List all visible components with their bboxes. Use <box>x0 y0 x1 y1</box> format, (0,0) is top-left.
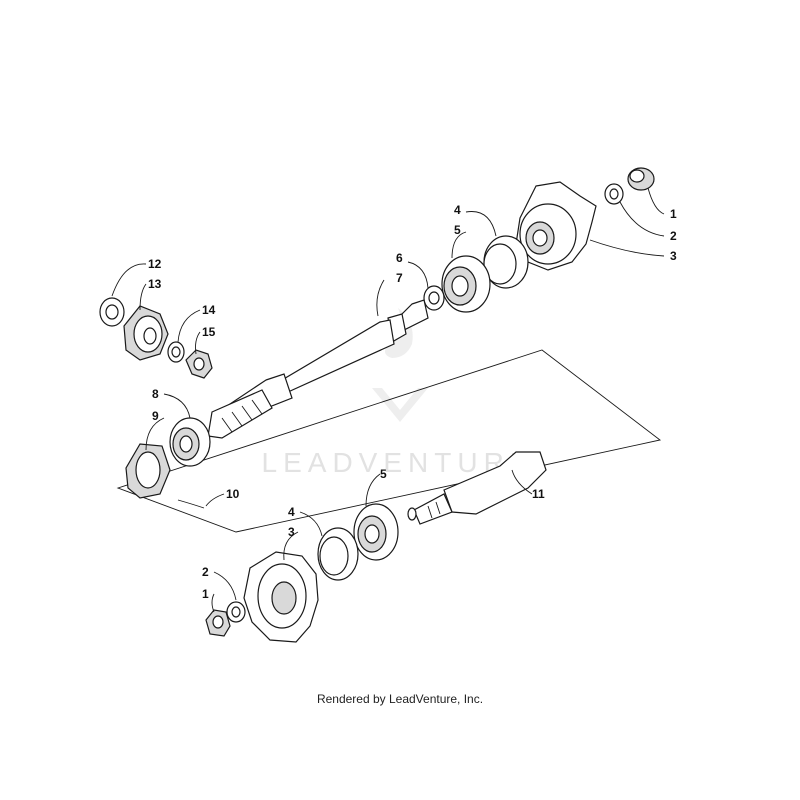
axle-shaft-part-7 <box>207 299 429 439</box>
callout-7: 7 <box>396 271 403 285</box>
washer-part-6 <box>423 285 445 311</box>
bearing-part-5-top <box>441 255 491 313</box>
nut-part-1-bottom <box>205 609 231 637</box>
callout-3-top: 3 <box>670 249 677 263</box>
shim-part-12 <box>99 297 125 327</box>
callout-4-bottom: 4 <box>288 505 295 519</box>
callout-2-top: 2 <box>670 229 677 243</box>
callout-labels: 1 2 3 4 5 6 7 12 13 14 15 8 9 10 11 4 3 … <box>148 203 677 601</box>
rendered-by-footer: Rendered by LeadVenture, Inc. <box>316 692 484 706</box>
callout-5-bottom: 5 <box>380 467 387 481</box>
subassembly-outline <box>116 349 662 533</box>
seal-part-4-top <box>483 235 529 289</box>
stub-shaft-part-11 <box>407 451 547 525</box>
leader-lines <box>111 187 665 613</box>
bearing-part-5-bottom <box>353 503 399 561</box>
callout-12: 12 <box>148 257 162 271</box>
washer-part-2-top <box>604 183 624 205</box>
nut-part-1-top <box>627 167 655 191</box>
nut-part-15 <box>185 349 213 379</box>
seal-part-4-bottom <box>317 527 359 581</box>
callout-14: 14 <box>202 303 216 317</box>
bearing-part-8 <box>169 417 211 467</box>
ring-gear-part-9 <box>125 443 171 499</box>
callout-5-top: 5 <box>454 223 461 237</box>
callout-9: 9 <box>152 409 159 423</box>
callout-3-bottom: 3 <box>288 525 295 539</box>
snap-ring-part-10 <box>177 499 205 509</box>
washer-part-14 <box>167 341 185 363</box>
callout-11: 11 <box>532 487 545 501</box>
callout-8: 8 <box>152 387 159 401</box>
callout-1-top: 1 <box>670 207 677 221</box>
bearing-housing-part-3-top <box>515 181 597 271</box>
callout-6: 6 <box>396 251 403 265</box>
washer-part-2-bottom <box>226 601 246 623</box>
pinion-gear-part-13 <box>123 305 169 361</box>
callout-13: 13 <box>148 277 162 291</box>
callout-4-top: 4 <box>454 203 461 217</box>
callout-1-bottom: 1 <box>202 587 209 601</box>
bearing-housing-part-3-bottom <box>243 551 319 643</box>
callout-2-bottom: 2 <box>202 565 209 579</box>
callout-10: 10 <box>226 487 240 501</box>
callout-15: 15 <box>202 325 216 339</box>
